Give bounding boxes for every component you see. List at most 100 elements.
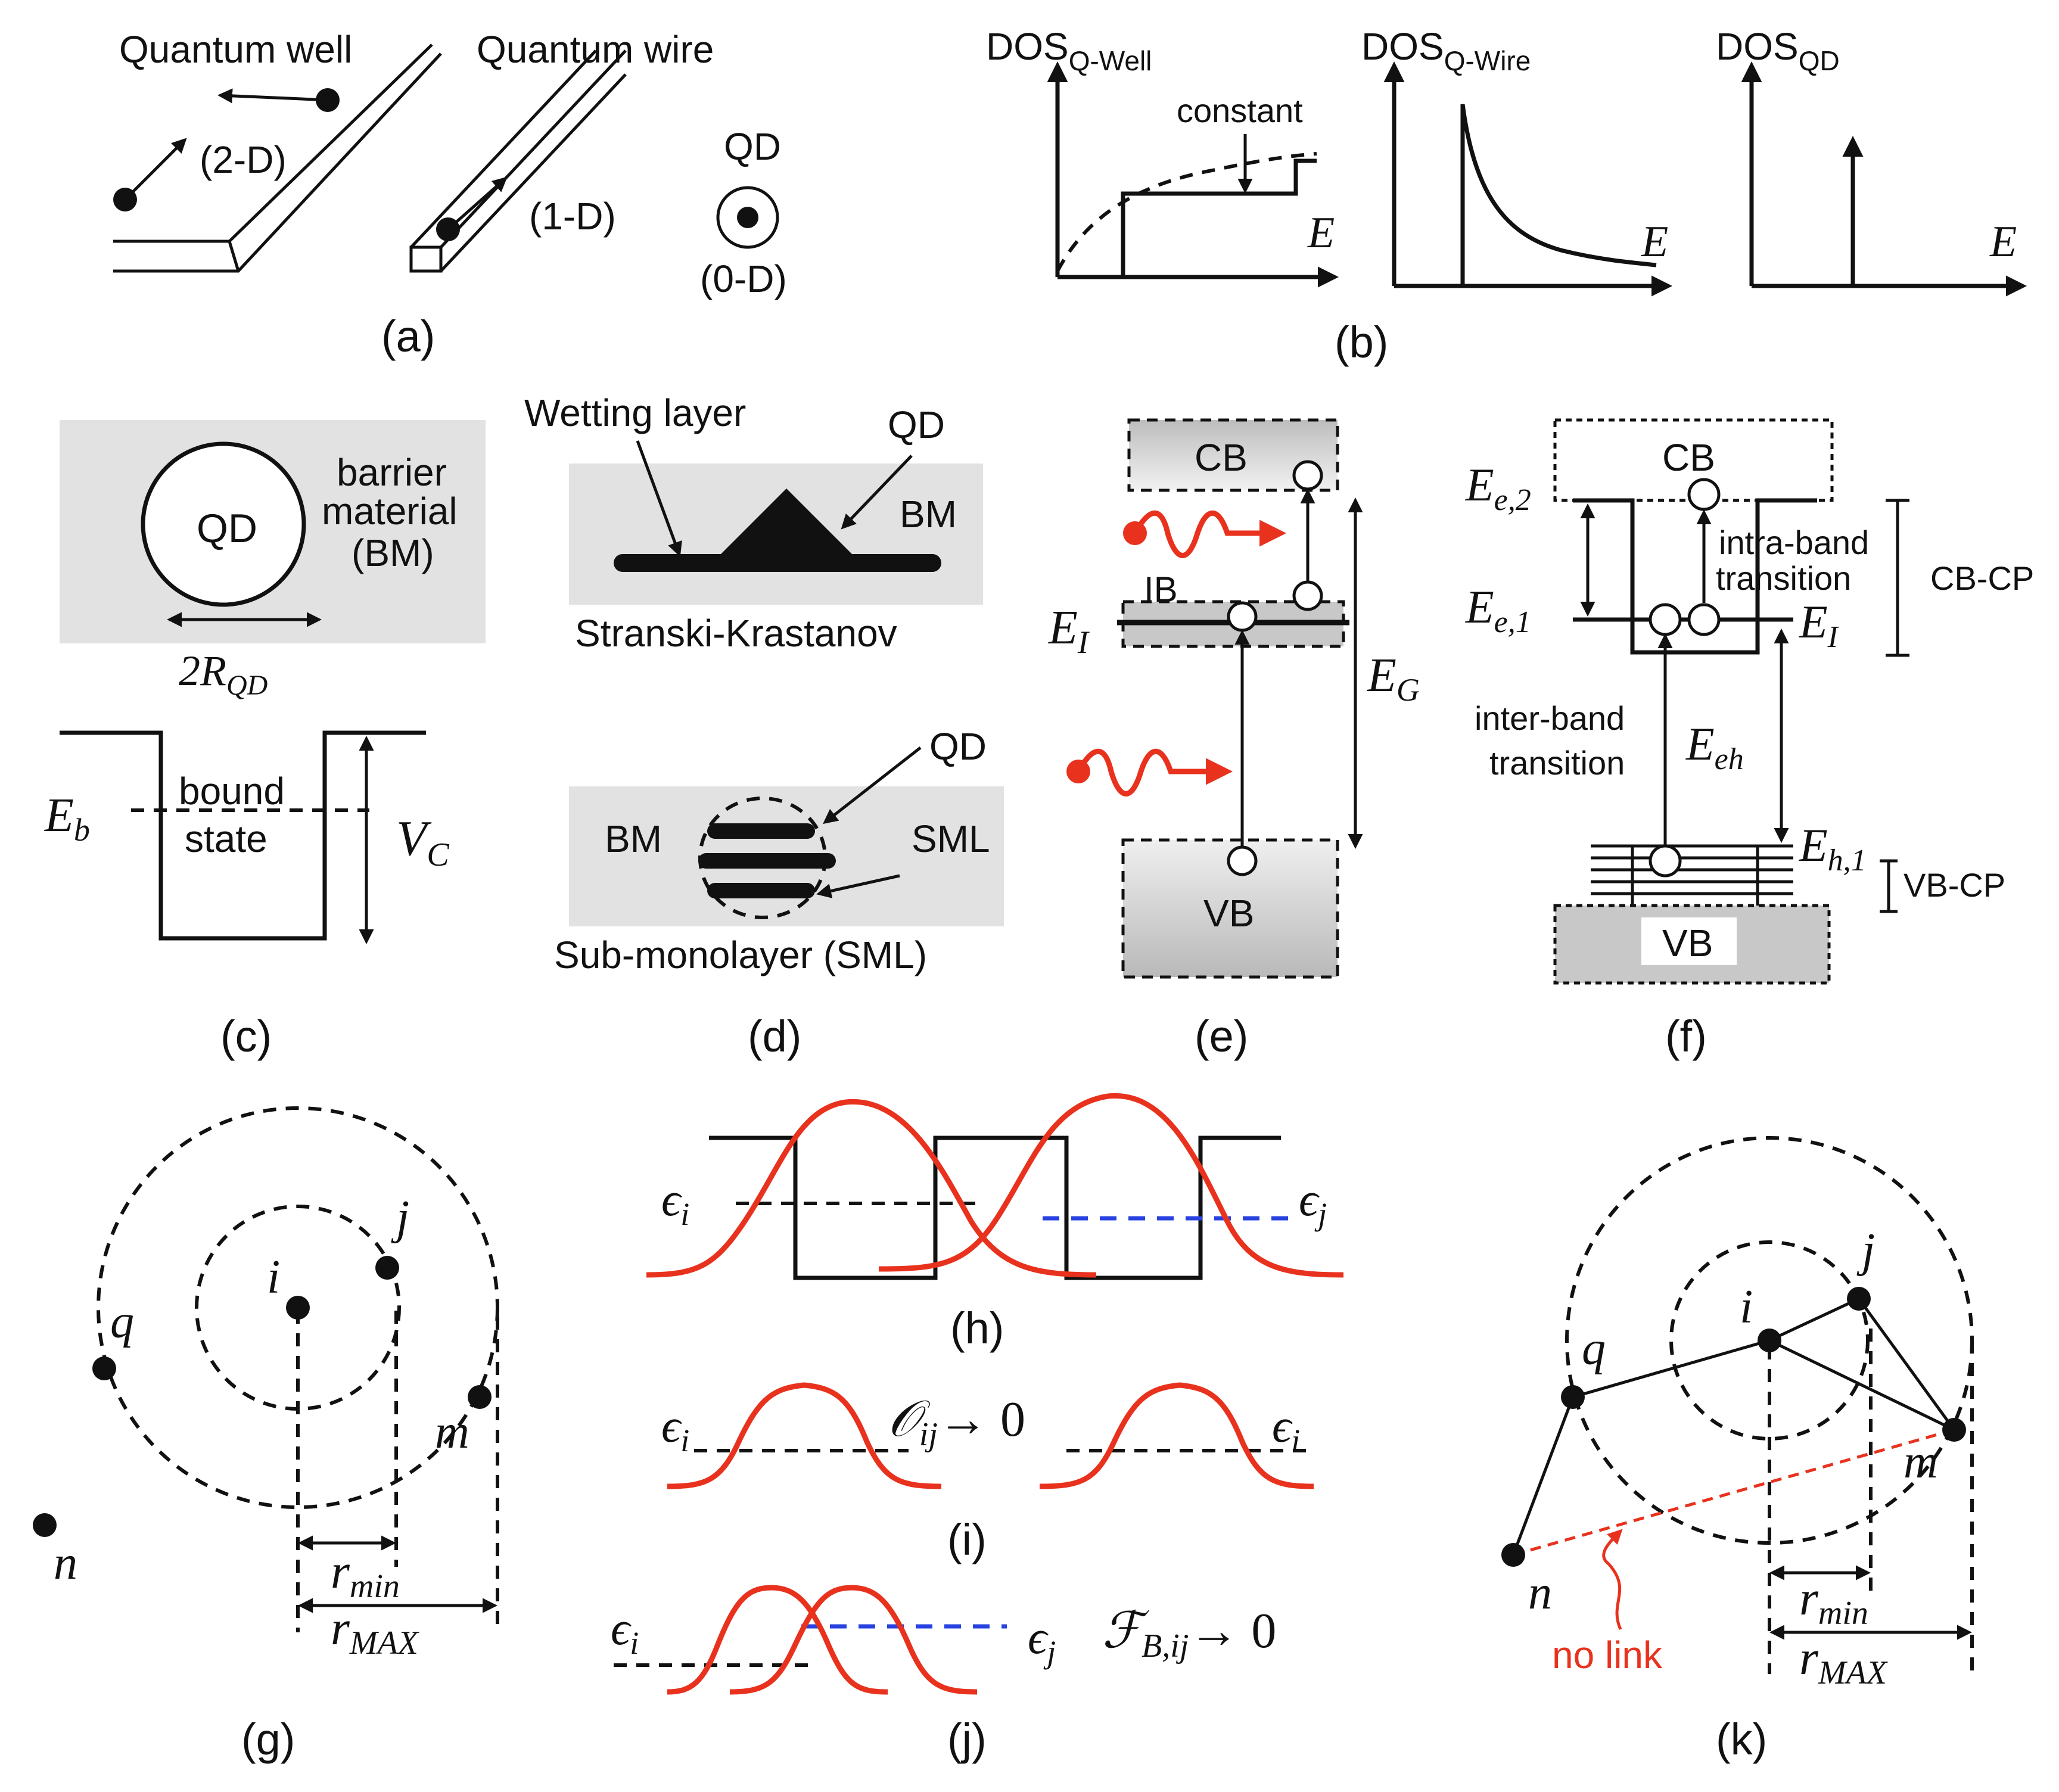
j-ei-label: ϵi — [611, 1603, 639, 1661]
g-label-n: n — [54, 1537, 77, 1589]
c-qd-circle — [141, 441, 306, 607]
k-links — [1511, 1297, 1956, 1555]
b-qd-e-label: E — [1989, 217, 2017, 266]
quantum-well-slab — [113, 43, 442, 273]
panel-j: ϵi ϵj ℱB,ij→ 0 (j) — [611, 1585, 1276, 1764]
k-label-n: n — [1528, 1567, 1552, 1619]
panel-label-g: (g) — [241, 1715, 295, 1764]
c-eb-label: Eb — [44, 789, 90, 848]
j-wavefunction-j — [729, 1585, 978, 1695]
g-label-q: q — [110, 1296, 134, 1348]
panel-e: CB IB VB EG EI (e) — [1048, 418, 1420, 1061]
label-2d: (2-D) — [200, 138, 287, 181]
e-cb-label: CB — [1195, 436, 1248, 479]
panel-d: Wetting layer QD BM Stranski-Krastanov Q… — [524, 391, 1004, 1061]
b-constant-label: constant — [1177, 92, 1303, 129]
f-cbcp-bracket — [1886, 499, 1909, 657]
panel-k: i j q m n no link rmin rMAX (k) — [1501, 1136, 1974, 1764]
g-node-n — [33, 1513, 57, 1537]
e-vb-hole — [1227, 845, 1258, 876]
d-sml-full-label: Sub-monolayer (SML) — [554, 934, 927, 976]
b-well-title: DOSQ-Well — [986, 25, 1152, 76]
k-no-link-line — [1513, 1428, 1955, 1557]
b-wire-e-label: E — [1641, 217, 1668, 266]
f-eeh-label: Eeh — [1685, 718, 1744, 776]
wire-arrow — [447, 176, 508, 231]
h-ej-label: ϵj — [1299, 1174, 1327, 1232]
f-ee2-state — [1687, 478, 1721, 511]
label-1d: (1-D) — [529, 195, 616, 238]
h-double-well — [709, 1135, 1281, 1280]
j-wavefunction-i — [667, 1585, 888, 1695]
k-node-j — [1847, 1287, 1871, 1311]
f-vb-label: VB — [1662, 922, 1713, 965]
d-bm-label: BM — [900, 493, 957, 536]
e-ib-upper-hole — [1292, 580, 1323, 611]
d-qd-arrow — [841, 455, 913, 530]
well-arrow-left — [217, 88, 328, 104]
f-eh1-label: Eh,1 — [1799, 819, 1867, 878]
d-sk-pyramid — [712, 489, 861, 563]
well-dot-upper — [316, 88, 340, 112]
f-vbcp-bracket — [1880, 859, 1898, 913]
qd-ring — [716, 186, 779, 249]
b-wire-title: DOSQ-Wire — [1361, 25, 1531, 76]
d-sml-arrow — [816, 874, 900, 898]
c-state-label: state — [185, 817, 268, 860]
panel-label-k: (k) — [1716, 1715, 1767, 1764]
i-wavefunction-right — [1039, 1382, 1314, 1489]
panel-label-f: (f) — [1665, 1012, 1707, 1061]
k-rmin-label: rmin — [1799, 1571, 1868, 1632]
label-qd: QD — [724, 125, 781, 168]
g-rmax-label: rMAX — [331, 1601, 420, 1662]
c-qd-label: QD — [197, 506, 257, 551]
k-node-m — [1942, 1418, 1966, 1442]
e-photon-upper — [1123, 511, 1286, 558]
panel-label-i: (i) — [947, 1515, 987, 1564]
b-qd-title: DOSQD — [1716, 25, 1840, 76]
k-node-n — [1501, 1543, 1525, 1567]
k-node-q — [1561, 1385, 1585, 1409]
k-label-i: i — [1740, 1281, 1753, 1333]
g-node-j — [375, 1256, 399, 1280]
f-ee2-label: Ee,2 — [1465, 459, 1531, 517]
panel-label-j: (j) — [947, 1715, 987, 1764]
f-ei-label: EI — [1799, 596, 1840, 654]
qd-dot — [737, 207, 758, 228]
f-inter-label-1: inter-band — [1475, 699, 1625, 737]
panel-label-h: (h) — [950, 1303, 1004, 1353]
f-vbcp-label: VB-CP — [1904, 866, 2005, 904]
k-label-q: q — [1582, 1323, 1606, 1375]
f-ee1-electron-a — [1649, 603, 1682, 636]
g-label-m: m — [435, 1406, 469, 1458]
g-outer-circle — [97, 1106, 499, 1509]
e-cb-electron — [1292, 460, 1323, 491]
g-node-i — [286, 1296, 310, 1320]
k-label-m: m — [1904, 1436, 1938, 1488]
f-vb-hole — [1649, 844, 1682, 878]
e-vb-label: VB — [1203, 892, 1254, 935]
k-label-j: j — [1856, 1224, 1875, 1277]
g-rmin-label: rmin — [331, 1544, 400, 1605]
panel-label-e: (e) — [1195, 1012, 1248, 1061]
i-overlap-label: 𝒪ij→ 0 — [888, 1392, 1025, 1453]
d-sk-label: Stranski-Krastanov — [575, 612, 897, 655]
d-sml-label: SML — [912, 817, 990, 860]
e-photon-lower — [1066, 749, 1233, 797]
f-inter-label-2: transition — [1489, 744, 1625, 782]
c-barrier-line1: barrier — [337, 451, 447, 494]
i-ei-label-left: ϵi — [661, 1400, 689, 1458]
k-inner-circle — [1669, 1240, 1870, 1441]
panel-g: i j q m n rmin rMAX (g) — [33, 1106, 499, 1764]
panel-label-b: (b) — [1335, 318, 1388, 367]
panel-h: ϵi ϵj (h) — [646, 1093, 1344, 1353]
g-node-q — [92, 1357, 116, 1380]
j-transfer-label: ℱB,ij→ 0 — [1102, 1603, 1276, 1665]
panel-c: QD barrier material (BM) 2RQD Eb bound s… — [44, 420, 486, 1061]
f-vb-continuum — [1591, 844, 1793, 906]
g-node-m — [468, 1385, 492, 1409]
b-well-staircase — [1121, 158, 1317, 277]
panel-label-c: (c) — [220, 1012, 272, 1061]
e-ib-electron — [1227, 601, 1258, 632]
